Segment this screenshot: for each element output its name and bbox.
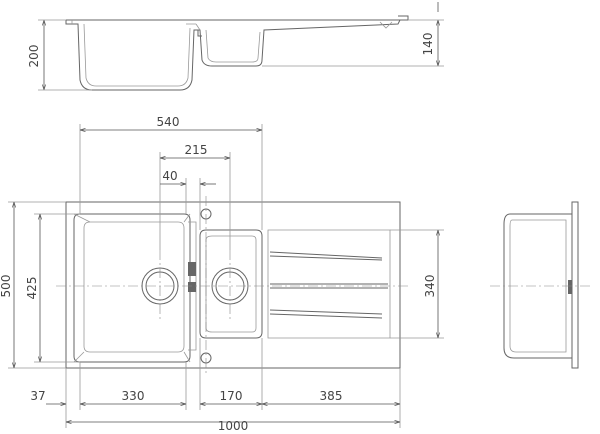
plan-top-dimensions xyxy=(79,124,263,250)
dim-label-37: 37 xyxy=(30,389,45,403)
dim-label-170: 170 xyxy=(220,389,243,403)
dim-label-40: 40 xyxy=(162,169,177,183)
plan-left-dimensions xyxy=(8,201,80,369)
dim-label-330: 330 xyxy=(122,389,145,403)
dim-label-500: 500 xyxy=(0,275,13,298)
dim-label-200: 200 xyxy=(27,45,41,68)
plan-bottom-dimensions xyxy=(46,338,401,428)
dim-label-215: 215 xyxy=(185,143,208,157)
dim-label-385: 385 xyxy=(320,389,343,403)
dim-label-140: 140 xyxy=(421,33,435,56)
dim-label-340: 340 xyxy=(423,275,437,298)
plan-view xyxy=(56,196,410,374)
dim-label-1000: 1000 xyxy=(218,419,249,433)
plan-right-dimensions xyxy=(390,229,444,339)
section-view xyxy=(490,201,590,369)
dim-label-425: 425 xyxy=(25,277,39,300)
dim-label-540: 540 xyxy=(157,115,180,129)
side-elevation-view xyxy=(38,2,444,91)
